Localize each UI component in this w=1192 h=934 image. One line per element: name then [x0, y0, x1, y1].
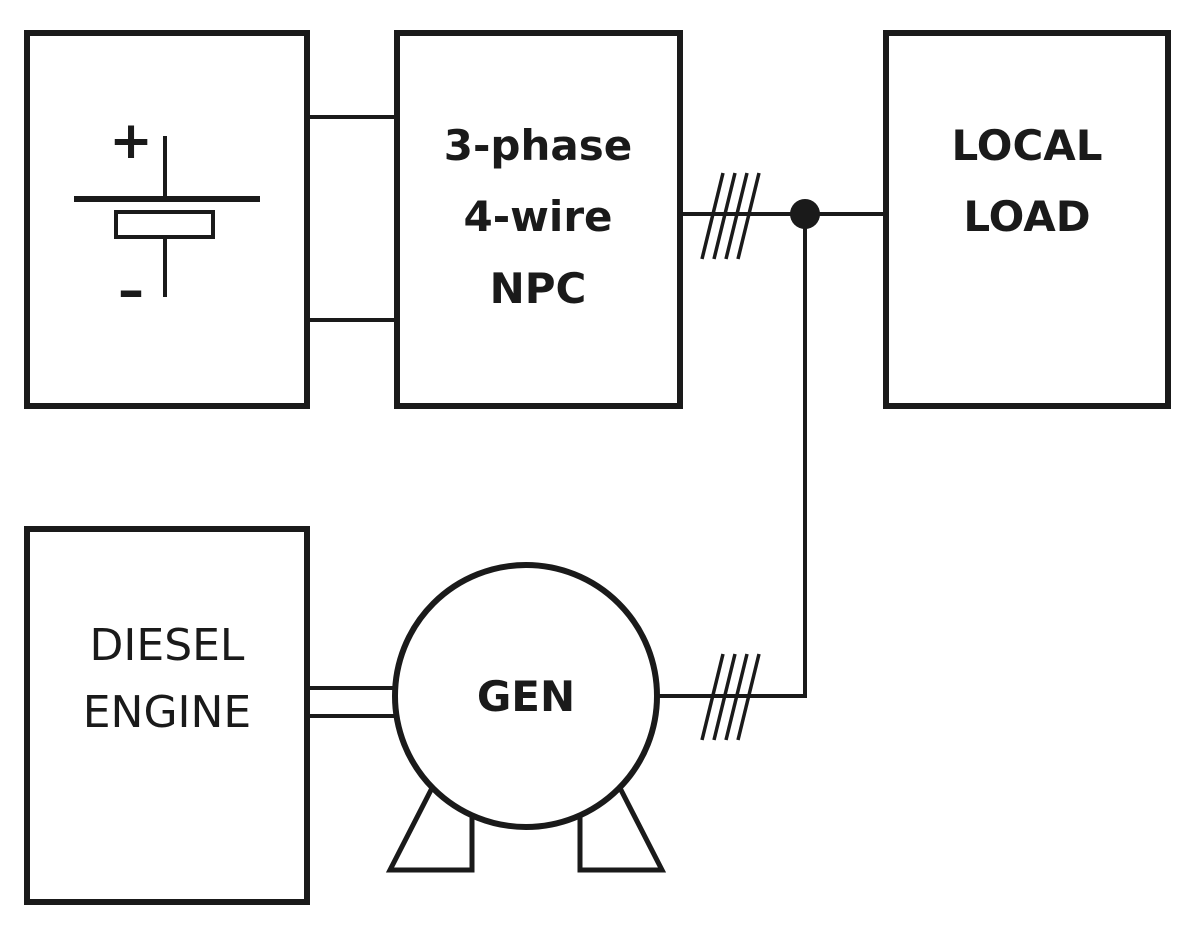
battery-icon: [74, 136, 260, 297]
npc-label-line-1: 3-phase: [444, 121, 632, 170]
npc-label-line-3: NPC: [490, 264, 587, 313]
generator-label: GEN: [477, 672, 575, 721]
plus-sign: +: [109, 111, 153, 171]
npc-inverter-block: 3-phase 4-wire NPC: [394, 30, 683, 409]
drive-shaft: [307, 686, 402, 718]
load-label-line-1: LOCAL: [951, 121, 1102, 170]
battery-block: + –: [24, 30, 310, 409]
generator-tie-wire: [657, 214, 807, 698]
diesel-label-line-1: DIESEL: [90, 620, 245, 671]
load-label-line-2: LOAD: [963, 192, 1090, 241]
minus-sign: –: [118, 261, 144, 321]
local-load-block: LOCAL LOAD: [883, 30, 1171, 409]
generator-feet: [385, 784, 667, 873]
diesel-label-line-2: ENGINE: [83, 687, 252, 738]
npc-label-line-2: 4-wire: [463, 192, 612, 241]
four-wire-hatch-marker-top: [700, 172, 761, 260]
generator: GEN: [385, 562, 667, 873]
generator-circle: [392, 562, 660, 830]
diesel-engine-block: DIESEL ENGINE: [24, 526, 310, 905]
four-wire-hatch-marker-bottom: [700, 653, 761, 741]
